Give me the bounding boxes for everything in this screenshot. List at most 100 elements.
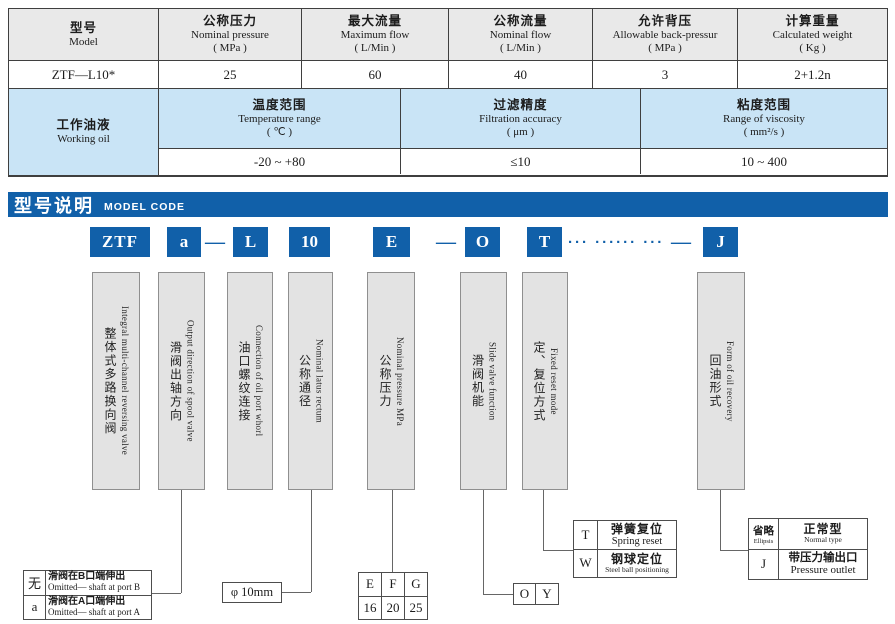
connector-line [543,490,544,550]
descriptor-box-valve-function: 滑阀机能 Slide valve function [460,272,507,490]
legend-port-table: 无 滑阀在B口端伸出 Omitted— shaft at port B a 滑阀… [23,570,152,620]
col-header-model: 型号 Model [9,9,159,60]
legend-desc: 滑阀在A口端伸出 Omitted— shaft at port A [46,596,151,620]
descriptor-cn: 整体式多路换向阀 [103,327,117,435]
header-cn: 过滤精度 [493,98,548,112]
descriptor-cn: 公称通径 [297,354,312,408]
connector-line [282,592,311,593]
working-oil-label-cell: 工作油液 Working oil [9,89,159,175]
value-temperature: -20 ~ +80 [159,149,401,174]
legend-key: 省略 Ellipsis [749,519,779,549]
legend-desc: 钢球定位 Steel ball positioning [598,550,676,578]
legend-cell: G [411,576,421,592]
value-nominal-pressure: 25 [159,61,302,88]
legend-function-table: O Y [513,583,559,605]
spec-table: 型号 Model 公称压力 Nominal pressure ( MPa ) 最… [8,8,888,177]
descriptor-cn: 油口螺纹连接 [237,340,251,422]
legend-oy-row: O Y [514,584,558,604]
legend-efg-value-row: 16 20 25 [359,595,427,619]
col-header-max-flow: 最大流量 Maximum flow ( L/Min ) [302,9,449,60]
col-header-nominal-pressure: 公称压力 Nominal pressure ( MPa ) [159,9,302,60]
legend-desc-en: Omitted— shaft at port B [48,582,140,593]
oil-header-row: 温度范围 Temperature range ( ℃ ) 过滤精度 Filtra… [159,89,887,149]
code-block-a: a [167,227,201,257]
header-cn: 型号 [69,20,97,35]
header-cn: 粘度范围 [736,98,791,112]
descriptor-box-reversing-valve: 整体式多路换向阀 Integral multi-channel reversin… [92,272,140,490]
working-oil-section: 工作油液 Working oil 温度范围 Temperature range … [9,89,887,175]
descriptor-box-nominal-pressure: 公称压力 Nominal pressure MPa [367,272,415,490]
legend-reset-table: T 弹簧复位 Spring reset W 钢球定位 Steel ball po… [573,520,677,578]
connector-line [181,490,182,593]
header-en: Nominal flow [489,29,552,41]
legend-key: T [574,521,598,549]
header-unit: ( L/Min ) [354,42,396,54]
legend-desc-en: Steel ball positioning [605,564,669,574]
descriptor-en: Connection of oil port whorl [254,325,264,437]
legend-cell: O [514,584,536,604]
legend-key: 无 [24,571,46,595]
code-block-ztf: ZTF [90,227,150,257]
legend-row-spring-reset: T 弹簧复位 Spring reset [574,521,676,549]
legend-desc-en: Omitted— shaft at port A [48,606,140,617]
descriptor-en: Form of oil recovery [725,340,735,422]
header-en: Nominal pressure [191,29,269,41]
legend-cell: 16 [359,596,382,619]
legend-desc-en: Spring reset [611,535,663,547]
legend-desc-cn: 滑阀在B口端伸出 [48,571,126,583]
code-block-10: 10 [289,227,330,257]
header-unit: ( μm ) [506,126,535,138]
spec-header-row: 型号 Model 公称压力 Nominal pressure ( MPa ) 最… [9,9,887,61]
code-dash: — [205,230,225,253]
legend-cell: E [359,573,382,596]
descriptor-cn: 定、复位方式 [532,340,546,422]
legend-cell: Y [542,586,552,601]
code-block-o: O [465,227,500,257]
section-title-en: MODEL CODE [104,201,185,213]
legend-desc: 带压力输出口 Pressure outlet [779,550,867,580]
header-en: Model [69,35,98,48]
connector-line [311,490,312,592]
legend-desc-cn: 弹簧复位 [610,521,663,536]
header-unit: ( mm²/s ) [743,126,785,138]
col-header-weight: 计算重量 Calculated weight ( Kg ) [738,9,887,60]
working-oil-en: Working oil [57,133,110,145]
legend-row-port-b: 无 滑阀在B口端伸出 Omitted— shaft at port B [24,571,151,595]
legend-row-normal-type: 省略 Ellipsis 正常型 Normal type [749,519,867,549]
connector-line [483,594,513,595]
value-filtration: ≤10 [401,149,641,174]
descriptor-cn: 公称压力 [378,354,392,408]
header-unit: ( ℃ ) [266,126,293,138]
legend-row-steel-ball: W 钢球定位 Steel ball positioning [574,548,676,578]
descriptor-cn: 滑阀出轴方向 [168,340,183,422]
descriptor-en: Slide valve function [487,341,498,421]
legend-desc-en: Pressure outlet [790,563,856,576]
col-header-back-pressure: 允许背压 Allowable back-pressur ( MPa ) [593,9,738,60]
descriptor-cn: 回油形式 [708,354,722,408]
code-block-l: L [233,227,268,257]
value-nominal-flow: 40 [449,61,593,88]
col-header-viscosity: 粘度范围 Range of viscosity ( mm²/s ) [641,89,887,148]
code-block-e: E [373,227,410,257]
code-block-t: T [527,227,562,257]
header-cn: 公称压力 [202,14,257,28]
connector-line [152,593,181,594]
code-dash: — [436,230,456,253]
legend-desc-cn: 钢球定位 [610,551,663,566]
legend-row-pressure-outlet: J 带压力输出口 Pressure outlet [749,548,867,580]
oil-value-row: -20 ~ +80 ≤10 10 ~ 400 [159,149,887,174]
legend-key-en: Ellipsis [753,537,774,545]
header-cn: 温度范围 [252,98,307,112]
col-header-nominal-flow: 公称流量 Nominal flow ( L/Min ) [449,9,593,60]
descriptor-box-spool-direction: 滑阀出轴方向 Output direction of spool valve [158,272,205,490]
descriptor-en: Nominal latus rectum [314,339,325,423]
section-title-cn: 型号说明 [14,195,94,216]
header-cn: 公称流量 [493,14,548,28]
descriptor-box-port-connection: 油口螺纹连接 Connection of oil port whorl [227,272,273,490]
legend-key: a [24,595,46,619]
legend-desc-cn: 带压力输出口 [788,552,858,565]
descriptor-cn: 滑阀机能 [470,354,485,408]
header-en: Maximum flow [340,29,410,41]
header-en: Allowable back-pressur [612,29,718,41]
col-header-temperature: 温度范围 Temperature range ( ℃ ) [159,89,401,148]
